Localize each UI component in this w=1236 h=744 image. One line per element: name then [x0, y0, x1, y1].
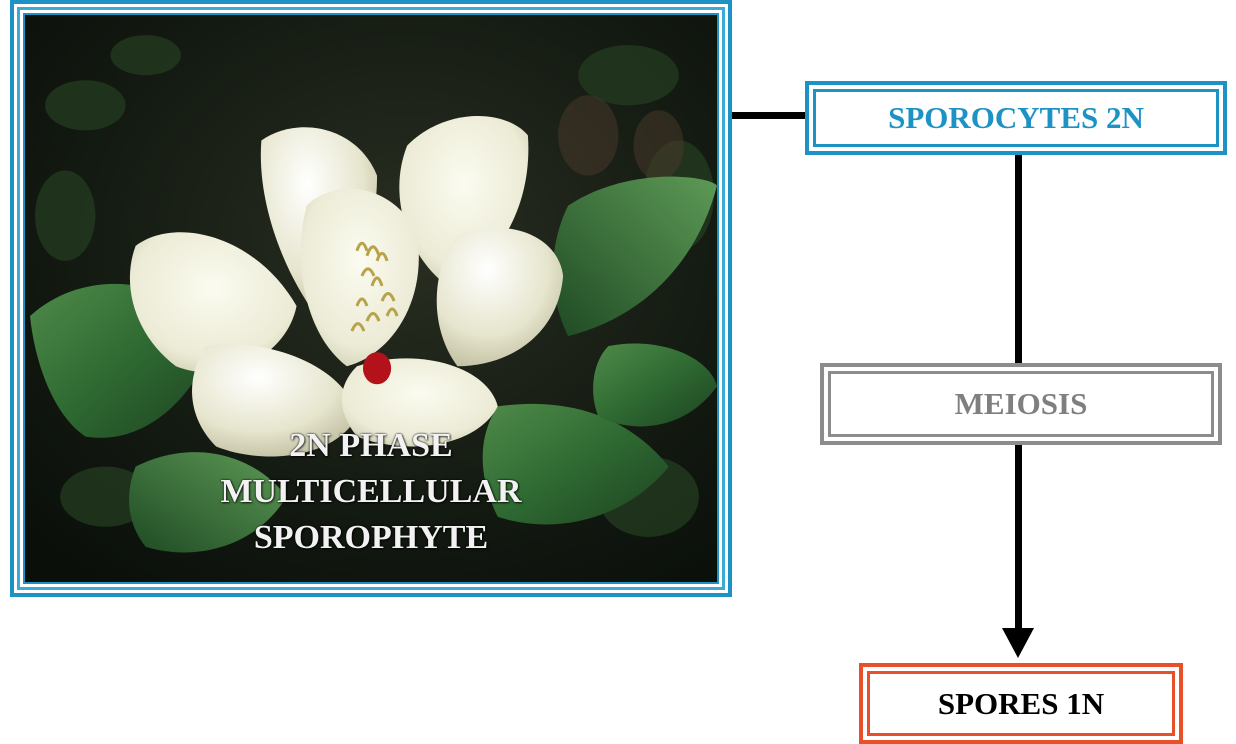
sporophyte-caption: 2N PHASE MULTICELLULAR SPOROPHYTE [25, 423, 717, 561]
meiosis-to-spores-connector [1015, 443, 1022, 629]
photo-to-sporocytes-connector [732, 112, 806, 119]
sporophyte-photo-panel: 2N PHASE MULTICELLULAR SPOROPHYTE [10, 0, 732, 597]
caption-line-1: 2N PHASE [25, 423, 717, 469]
arrow-down-icon [1002, 628, 1034, 658]
caption-line-2: MULTICELLULAR [25, 469, 717, 515]
caption-line-3: SPOROPHYTE [25, 515, 717, 561]
sporocytes-box: SPOROCYTES 2N [805, 81, 1227, 155]
spores-label: SPORES 1N [867, 671, 1175, 736]
sporocytes-label: SPOROCYTES 2N [813, 89, 1219, 147]
meiosis-label: MEIOSIS [828, 371, 1214, 437]
photo-frame-innermost-ring: 2N PHASE MULTICELLULAR SPOROPHYTE [23, 13, 719, 584]
sporocytes-to-meiosis-connector [1015, 152, 1022, 366]
spores-box: SPORES 1N [859, 663, 1183, 744]
photo-frame-inner-ring: 2N PHASE MULTICELLULAR SPOROPHYTE [17, 7, 725, 590]
meiosis-box: MEIOSIS [820, 363, 1222, 445]
